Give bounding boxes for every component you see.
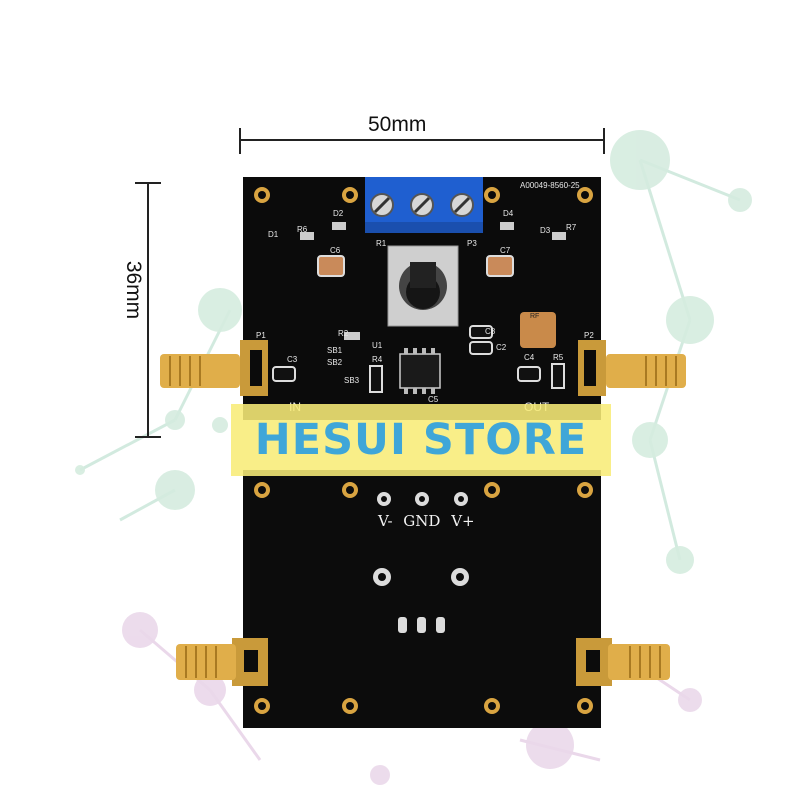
silk-r4: R4: [372, 355, 383, 364]
silk-u1: U1: [372, 341, 383, 350]
silk-r6: R6: [297, 225, 308, 234]
silk-r7: R7: [566, 223, 577, 232]
height-dimension-line: [135, 182, 161, 438]
height-dimension-label: 36mm: [122, 260, 145, 320]
silk-c5: C5: [428, 395, 439, 404]
sma-connector-bottom-left: [176, 644, 236, 680]
power-pin-labels: V- GND V+: [378, 512, 475, 530]
silk-sb3: SB3: [344, 376, 360, 385]
silk-p1: P1: [256, 331, 266, 340]
silk-c2: C2: [496, 343, 507, 352]
silk-p2: P2: [584, 331, 594, 340]
silk-sb1: SB1: [327, 346, 343, 355]
silk-rf: RF: [530, 313, 539, 320]
sma-connector-top-right: [606, 354, 686, 388]
pcb-back-view: [232, 470, 612, 728]
pcb-front-view: A00049-8560-25 D1 R6 D2 C6 R1 P3 D4 D3 R…: [240, 177, 606, 420]
silk-c8: C8: [485, 327, 496, 336]
silk-r5: R5: [553, 353, 564, 362]
silk-d1: D1: [268, 230, 279, 239]
silk-p3: P3: [467, 239, 477, 248]
silk-sb2: SB2: [327, 358, 343, 367]
silk-d2: D2: [333, 209, 344, 218]
width-dimension-line: [239, 128, 605, 154]
sma-connector-bottom-right: [608, 644, 670, 680]
width-dimension-label: 50mm: [368, 113, 427, 136]
store-banner: [231, 404, 611, 476]
silk-r2: R2: [338, 329, 349, 338]
silk-c3: C3: [287, 355, 298, 364]
sma-connector-top-left: [160, 354, 240, 388]
silk-c4: C4: [524, 353, 535, 362]
silk-c7: C7: [500, 246, 511, 255]
store-banner-text: HESUI STORE: [254, 415, 588, 465]
top-right-code: A00049-8560-25: [520, 181, 580, 190]
silk-d3: D3: [540, 226, 551, 235]
silk-d4: D4: [503, 209, 514, 218]
silk-r1: R1: [376, 239, 387, 248]
silk-c6: C6: [330, 246, 341, 255]
